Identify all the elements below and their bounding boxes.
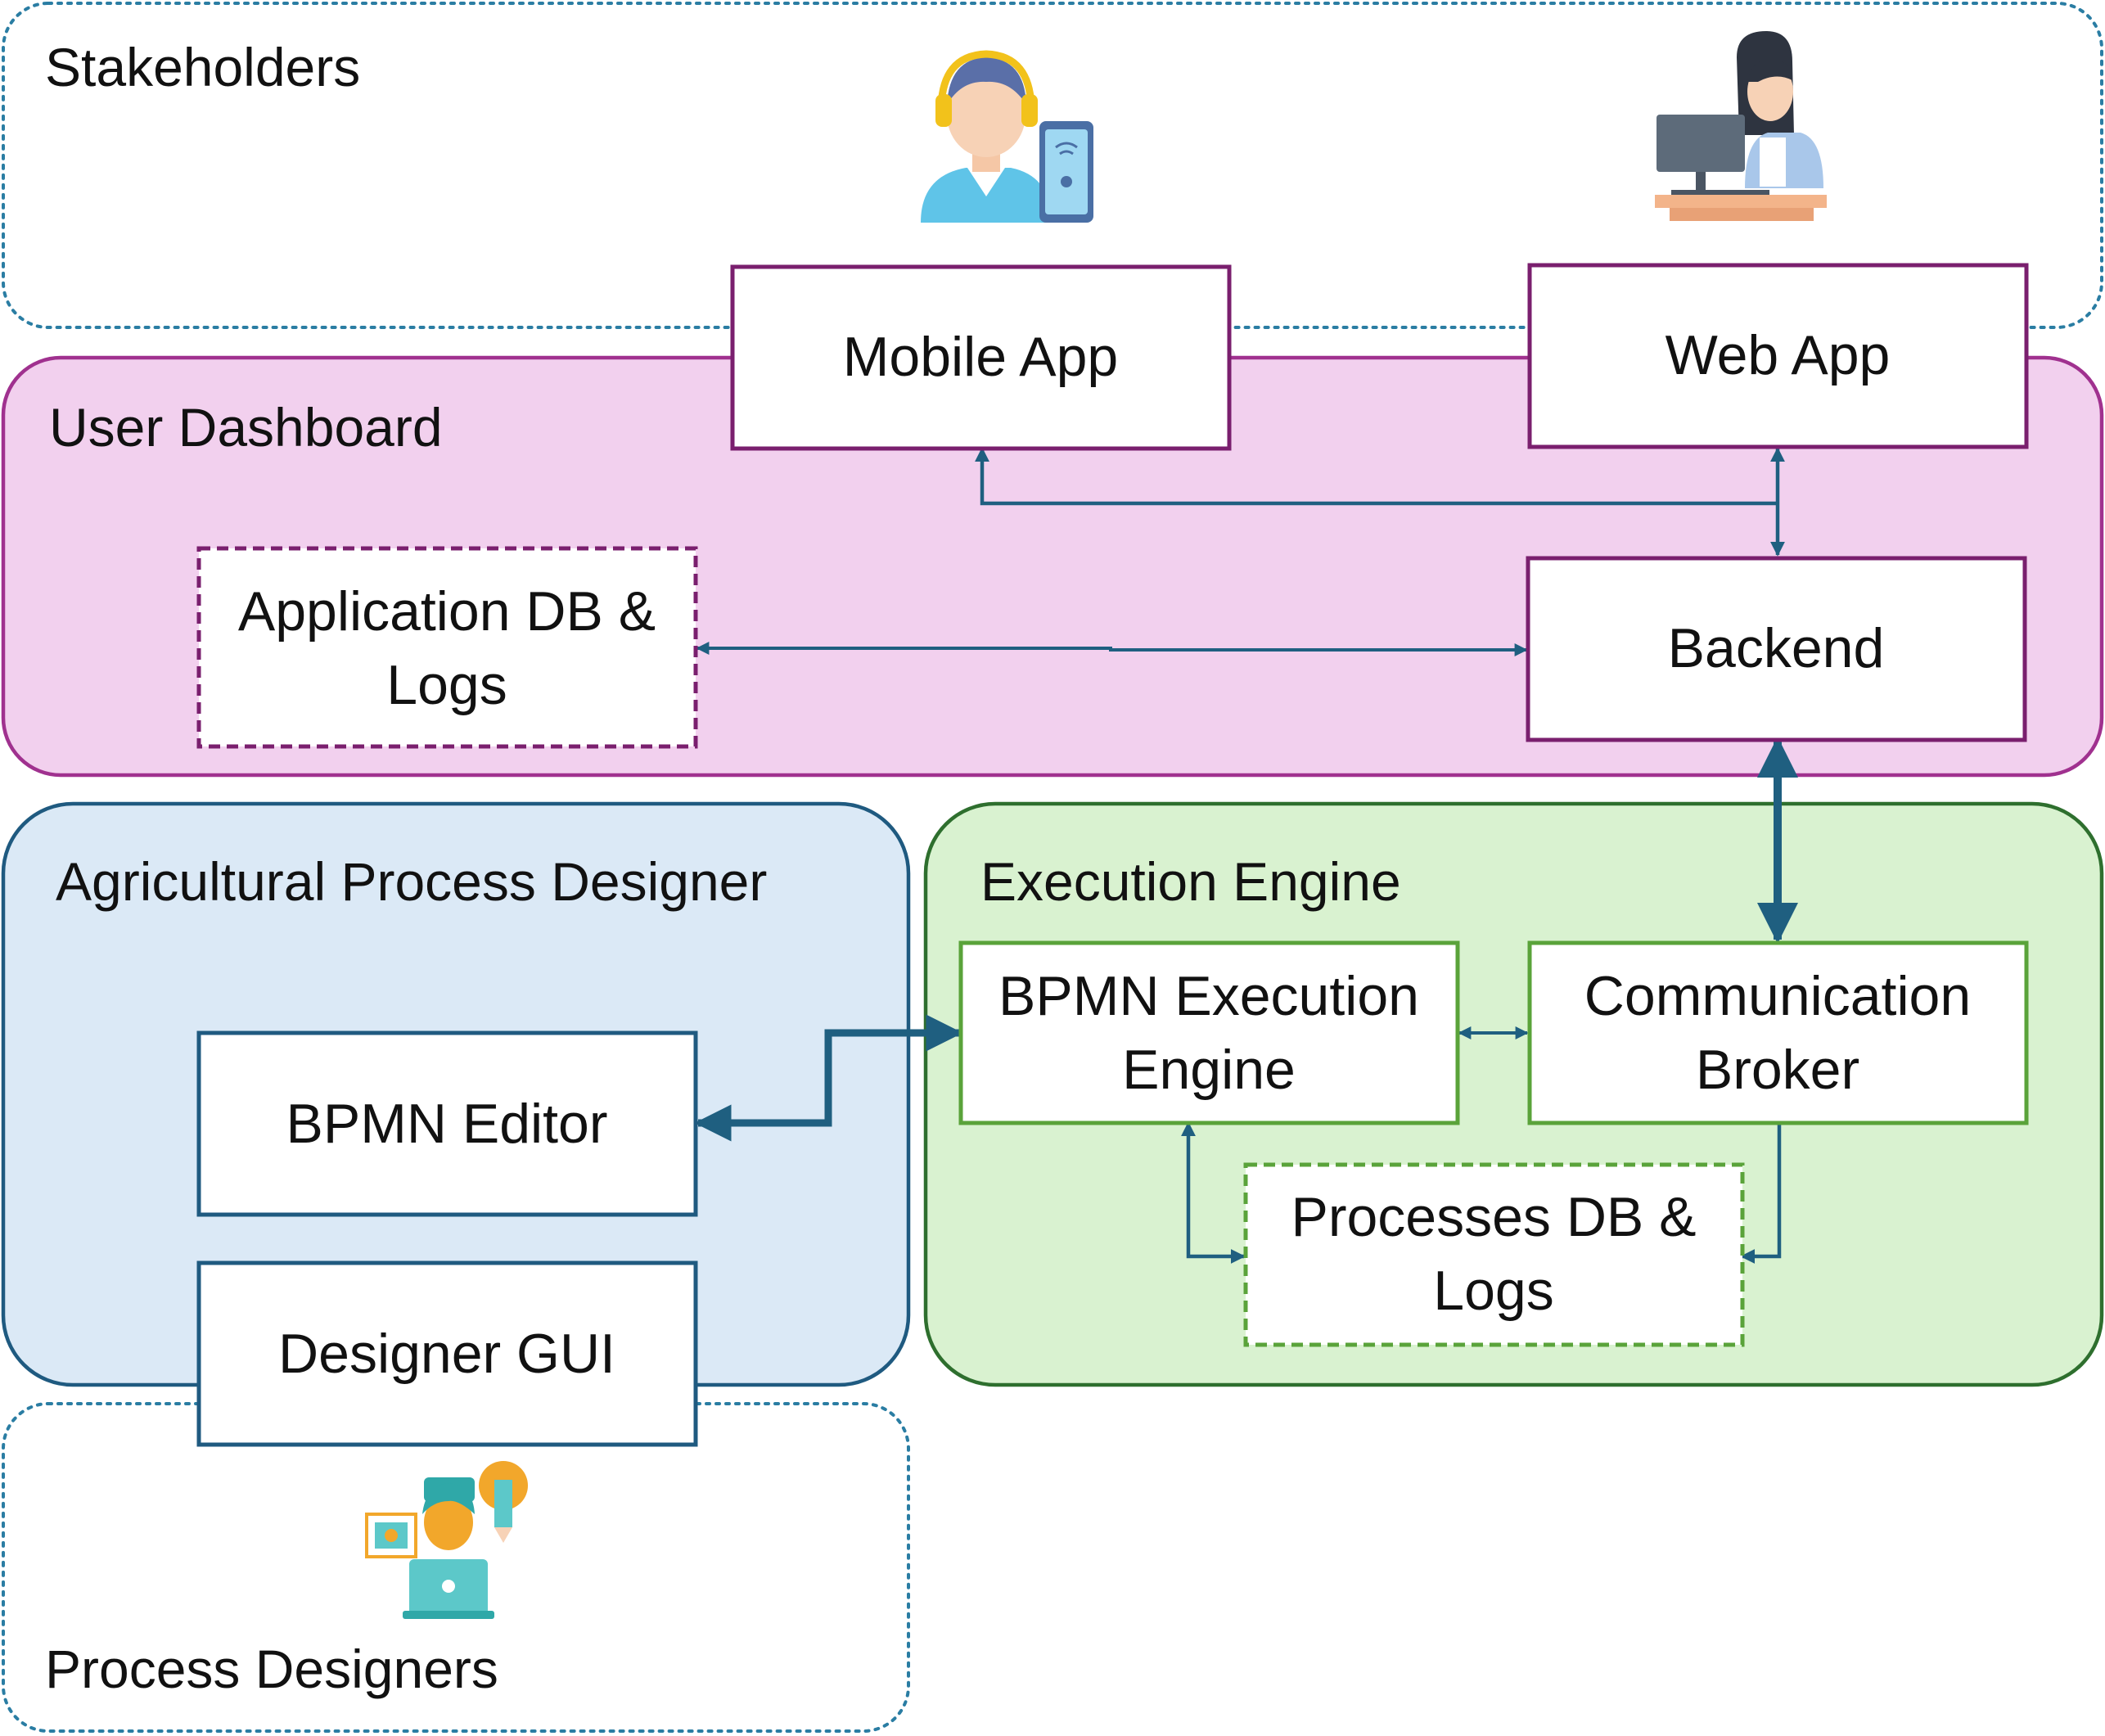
appdb-backend-connector [696, 642, 1528, 656]
bpmn-editor-label: BPMN Editor [286, 1093, 608, 1155]
application-db-label-line1: Application DB & [238, 580, 656, 643]
backend-label: Backend [1668, 617, 1885, 679]
process-designers-title: Process Designers [45, 1639, 498, 1699]
backend-box: Backend [1526, 556, 2027, 742]
application-db-box: Application DB & Logs [196, 546, 698, 749]
designer-gui-box: Designer GUI [196, 1260, 698, 1447]
processes-db-label-line1: Processes DB & [1291, 1186, 1696, 1248]
backend-mobile-connector [975, 447, 1778, 506]
web-app-box: Web App [1527, 263, 2029, 449]
designer-gui-label: Designer GUI [278, 1323, 615, 1385]
bpmn-engine-label-line1: BPMN Execution [998, 965, 1419, 1027]
bpmn-editor-box: BPMN Editor [196, 1030, 698, 1217]
application-db-label-line2: Logs [386, 654, 507, 716]
broker-label-line1: Communication [1584, 965, 1971, 1027]
web-app-label: Web App [1666, 324, 1891, 386]
bpmn-execution-engine-box: BPMN Execution Engine [958, 940, 1460, 1125]
user-dashboard-title: User Dashboard [49, 397, 443, 458]
bpmn-engine-label-line2: Engine [1122, 1039, 1296, 1101]
broker-procdb-connector [1740, 1123, 1782, 1264]
connectors [694, 447, 1798, 1264]
desktop-user-icon [1655, 31, 1827, 221]
designer-icon [365, 1461, 528, 1619]
stakeholders-title: Stakeholders [45, 37, 360, 97]
processes-db-box: Processes DB & Logs [1243, 1162, 1745, 1347]
mobile-app-box: Mobile App [730, 264, 1232, 451]
communication-broker-box: Communication Broker [1527, 940, 2029, 1125]
engine-procdb-connector [1181, 1121, 1246, 1264]
processes-db-label-line2: Logs [1433, 1260, 1553, 1322]
editor-engine-connector [694, 1014, 963, 1142]
mobile-user-icon [921, 50, 1093, 223]
execution-engine-title: Execution Engine [980, 851, 1401, 912]
process-designer-title: Agricultural Process Designer [56, 851, 767, 912]
mobile-app-label: Mobile App [843, 326, 1118, 388]
broker-label-line2: Broker [1696, 1039, 1859, 1101]
